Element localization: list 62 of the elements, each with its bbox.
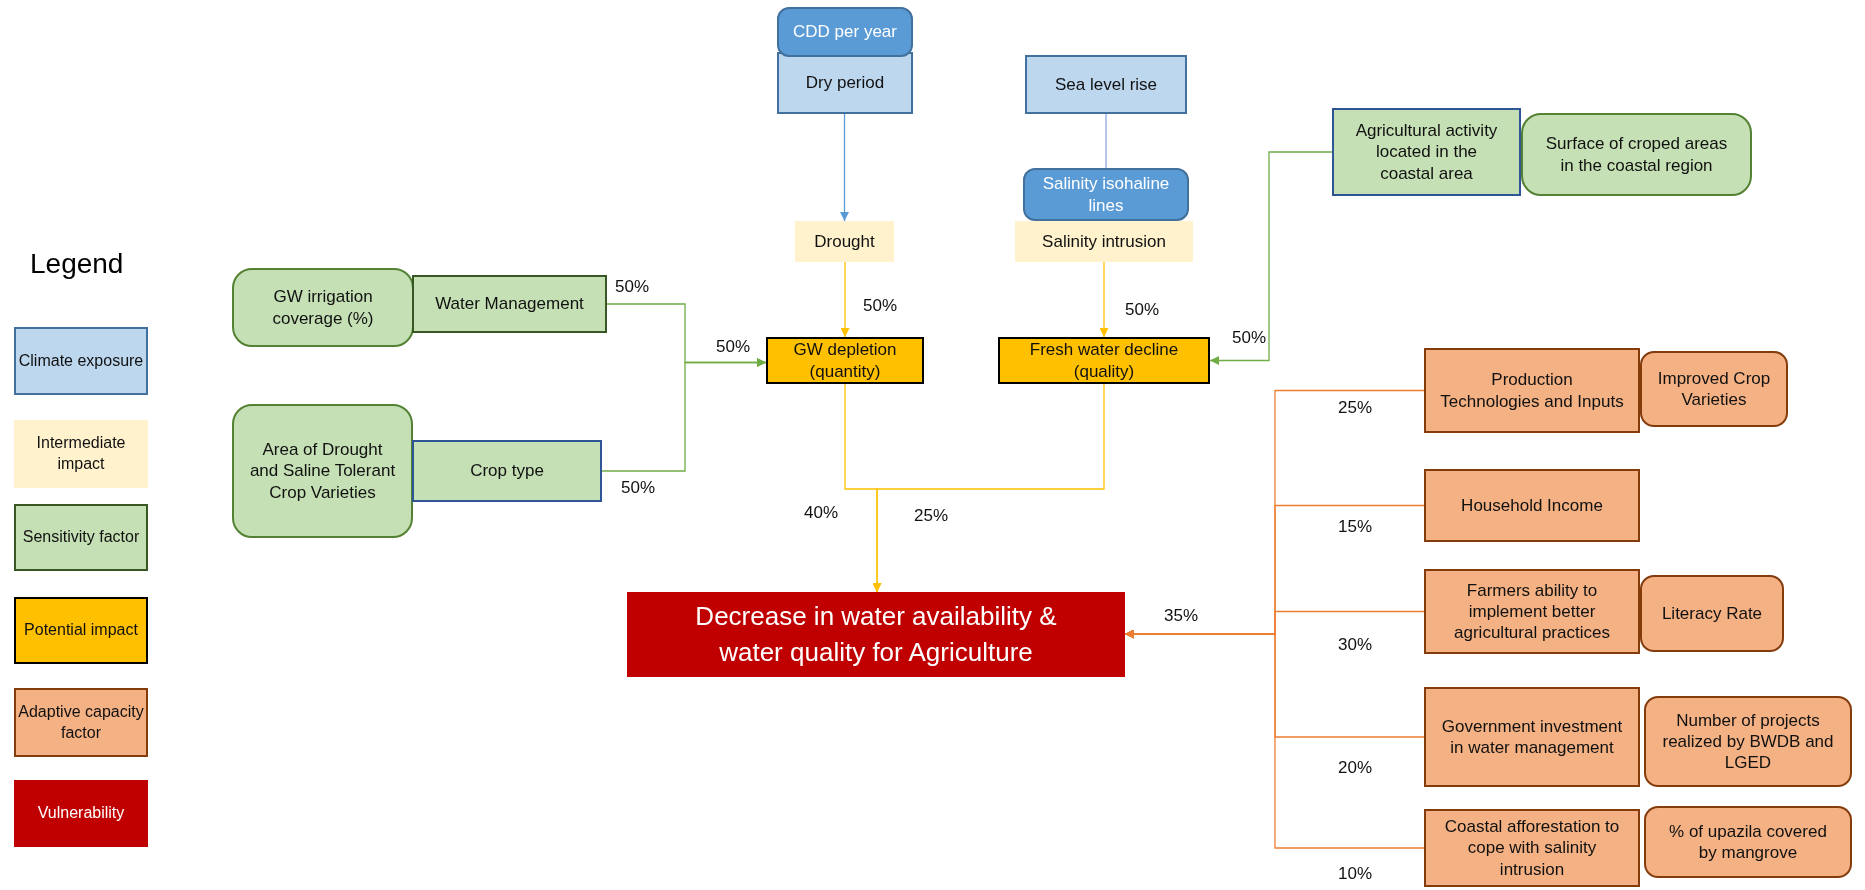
node-box	[1424, 687, 1640, 787]
node-text: Salinity intrusion	[1042, 230, 1166, 253]
connector-arrow	[872, 383, 1105, 593]
connector-arrow	[601, 358, 767, 472]
node-box	[232, 268, 414, 347]
node-box	[1521, 113, 1752, 196]
node-text: Water Management	[435, 293, 584, 315]
node-box	[1025, 55, 1187, 114]
node-text: Agricultural activity located in the coastal area	[1354, 120, 1499, 184]
connector-arrow	[1099, 261, 1109, 338]
node-text: Fresh water decline (quality)	[1028, 339, 1180, 382]
node-text: Production Technologies and Inputs	[1440, 369, 1624, 412]
node-text: Household Income	[1461, 494, 1603, 517]
legend-label: Intermediate impact	[35, 433, 127, 474]
legend-label: Climate exposure	[18, 350, 144, 371]
node-text: GW depletion (quantity)	[792, 339, 898, 382]
node-text: Improved Crop Varieties	[1656, 367, 1772, 411]
node-box	[795, 221, 894, 262]
node-text: Sea level rise	[1054, 73, 1158, 96]
connector-arrow	[840, 261, 850, 338]
node-text: Dry period	[805, 72, 885, 94]
node-box	[766, 337, 924, 384]
node-box	[232, 404, 413, 538]
node-text: Farmers ability to implement better agricultural practices	[1453, 579, 1611, 644]
node-box	[777, 7, 913, 57]
node-box	[777, 52, 913, 114]
node-text: Government investment in water management	[1440, 715, 1624, 759]
node-text: Decrease in water availability & water quality for Agriculture	[694, 600, 1058, 669]
legend-label: Sensitivity factor	[22, 527, 140, 548]
node-text: GW irrigation coverage (%)	[271, 286, 375, 329]
node-text: % of upazila covered by mangrove	[1668, 820, 1828, 864]
node-text: Literacy Rate	[1661, 602, 1763, 625]
legend-label: Potential impact	[24, 620, 138, 641]
node-box	[998, 337, 1210, 384]
node-box	[1424, 809, 1640, 887]
node-box	[1424, 569, 1640, 654]
node-box	[1015, 221, 1193, 262]
node-box	[1640, 575, 1784, 652]
node-text: Crop type	[470, 460, 544, 482]
node-text: Area of Drought and Saline Tolerant Crop Varieties	[248, 439, 397, 503]
node-box	[1424, 348, 1640, 433]
node-box	[1424, 469, 1640, 542]
node-text: Coastal afforestation to cope with salinity intrusion	[1443, 816, 1621, 880]
node-text: CDD per year	[793, 21, 897, 43]
node-text: Drought	[814, 230, 875, 253]
legend-label: Vulnerability	[37, 803, 125, 824]
node-text: Salinity isohaline lines	[1041, 173, 1171, 216]
node-box	[1332, 108, 1521, 196]
legend-label: Adaptive capacity factor	[17, 701, 145, 743]
node-box	[1023, 168, 1189, 221]
node-box	[412, 440, 602, 502]
node-box	[1644, 696, 1852, 787]
node-box	[412, 275, 607, 333]
node-text: Surface of croped areas in the coastal region	[1544, 133, 1729, 176]
connector-arrow	[1124, 629, 1425, 849]
node-box	[627, 592, 1125, 677]
connector-arrow	[1209, 151, 1333, 365]
node-box	[1640, 351, 1788, 427]
node-box	[1644, 806, 1852, 878]
node-text: Number of projects realized by BWDB and LGED	[1661, 709, 1835, 774]
connector-arrow	[840, 113, 849, 222]
legend-title: Legend	[30, 248, 124, 280]
